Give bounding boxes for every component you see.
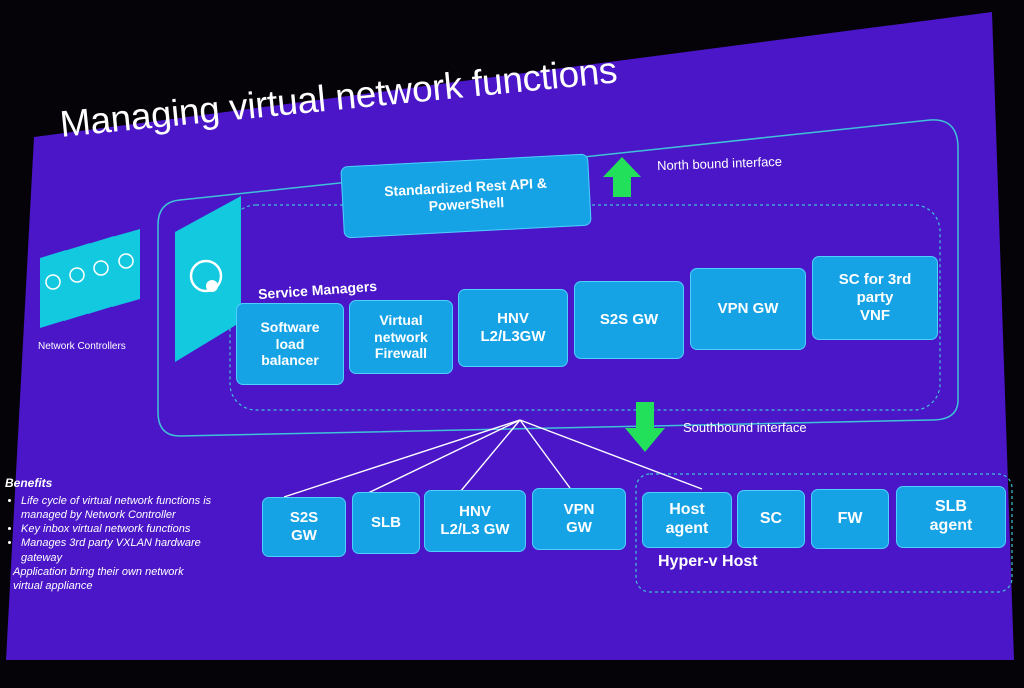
- arrow-up-icon: [603, 157, 641, 197]
- vnf-outline: [157, 119, 959, 437]
- hyperv-host-label: Hyper-v Host: [658, 553, 758, 570]
- virtual-network-firewall-box: Virtual network Firewall: [349, 300, 453, 374]
- software-load-balancer-box: Software load balancer: [236, 303, 344, 385]
- network-controllers-icon: [40, 229, 140, 328]
- arrow-down-icon: [625, 402, 665, 452]
- southbound-label: Southbound interface: [683, 420, 807, 435]
- benefits-list: Life cycle of virtual network functions …: [5, 494, 215, 565]
- fanout-lines: [283, 419, 703, 498]
- globe-gear-icon: [175, 196, 241, 362]
- host-agent-node: Host agent: [642, 492, 732, 548]
- benefit-item: Manages 3rd party VXLAN hardware gateway: [21, 536, 215, 565]
- benefit-item: Life cycle of virtual network functions …: [21, 494, 215, 523]
- benefits-title: Benefits: [5, 476, 53, 490]
- s2s-gw-node: S2S GW: [262, 497, 346, 557]
- slb-node: SLB: [352, 492, 420, 554]
- benefit-item: Key inbox virtual network functions: [21, 522, 215, 536]
- vpn-gw-node: VPN GW: [532, 488, 626, 550]
- benefit-extra: Application bring their own network virt…: [13, 566, 184, 593]
- fw-node: FW: [811, 489, 889, 549]
- hnv-l2l3gw-box: HNV L2/L3GW: [458, 289, 568, 367]
- hyperv-host-container: [635, 473, 1013, 593]
- s2s-gw-box: S2S GW: [574, 281, 684, 359]
- sc-third-party-vnf-box: SC for 3rd party VNF: [812, 256, 938, 340]
- service-managers-container: [229, 204, 941, 411]
- hnv-l2l3-gw-node: HNV L2/L3 GW: [424, 490, 526, 552]
- network-controllers-label: Network Controllers: [38, 341, 126, 352]
- benefits-section: Benefits Life cycle of virtual network f…: [5, 476, 215, 594]
- sc-node: SC: [737, 490, 805, 548]
- slb-agent-node: SLB agent: [896, 486, 1006, 548]
- vpn-gw-box: VPN GW: [690, 268, 806, 350]
- rest-api-box: Standardized Rest API & PowerShell: [340, 153, 592, 239]
